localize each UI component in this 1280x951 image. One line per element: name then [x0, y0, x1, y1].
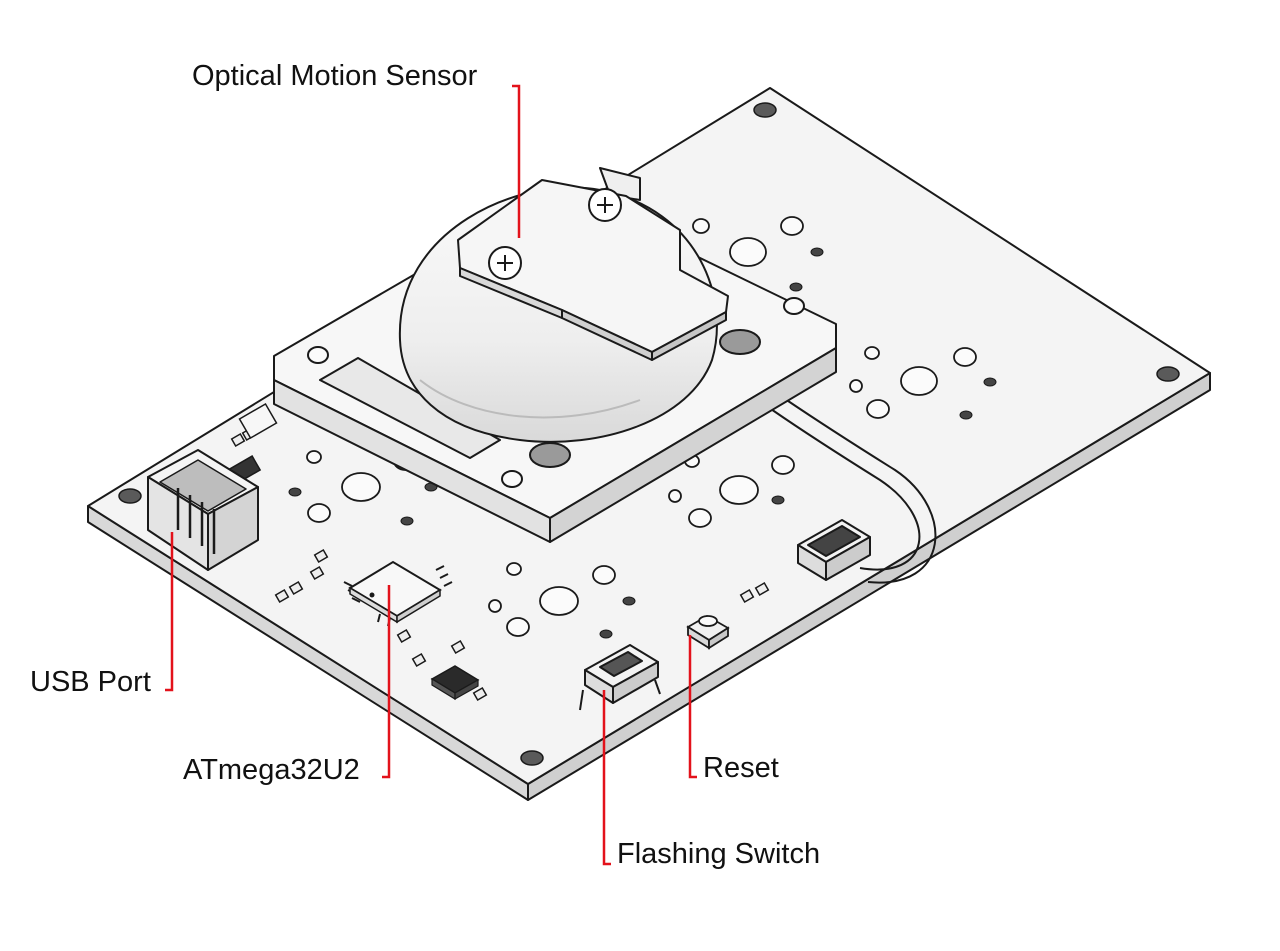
- screw-left-icon: [489, 247, 521, 279]
- label-usb-port: USB Port: [30, 668, 151, 697]
- screw-right-icon: [589, 189, 621, 221]
- label-optical-motion-sensor: Optical Motion Sensor: [192, 62, 477, 91]
- label-flashing-switch: Flashing Switch: [617, 840, 820, 869]
- label-atmega32u2: ATmega32U2: [183, 756, 360, 785]
- label-reset: Reset: [703, 754, 779, 783]
